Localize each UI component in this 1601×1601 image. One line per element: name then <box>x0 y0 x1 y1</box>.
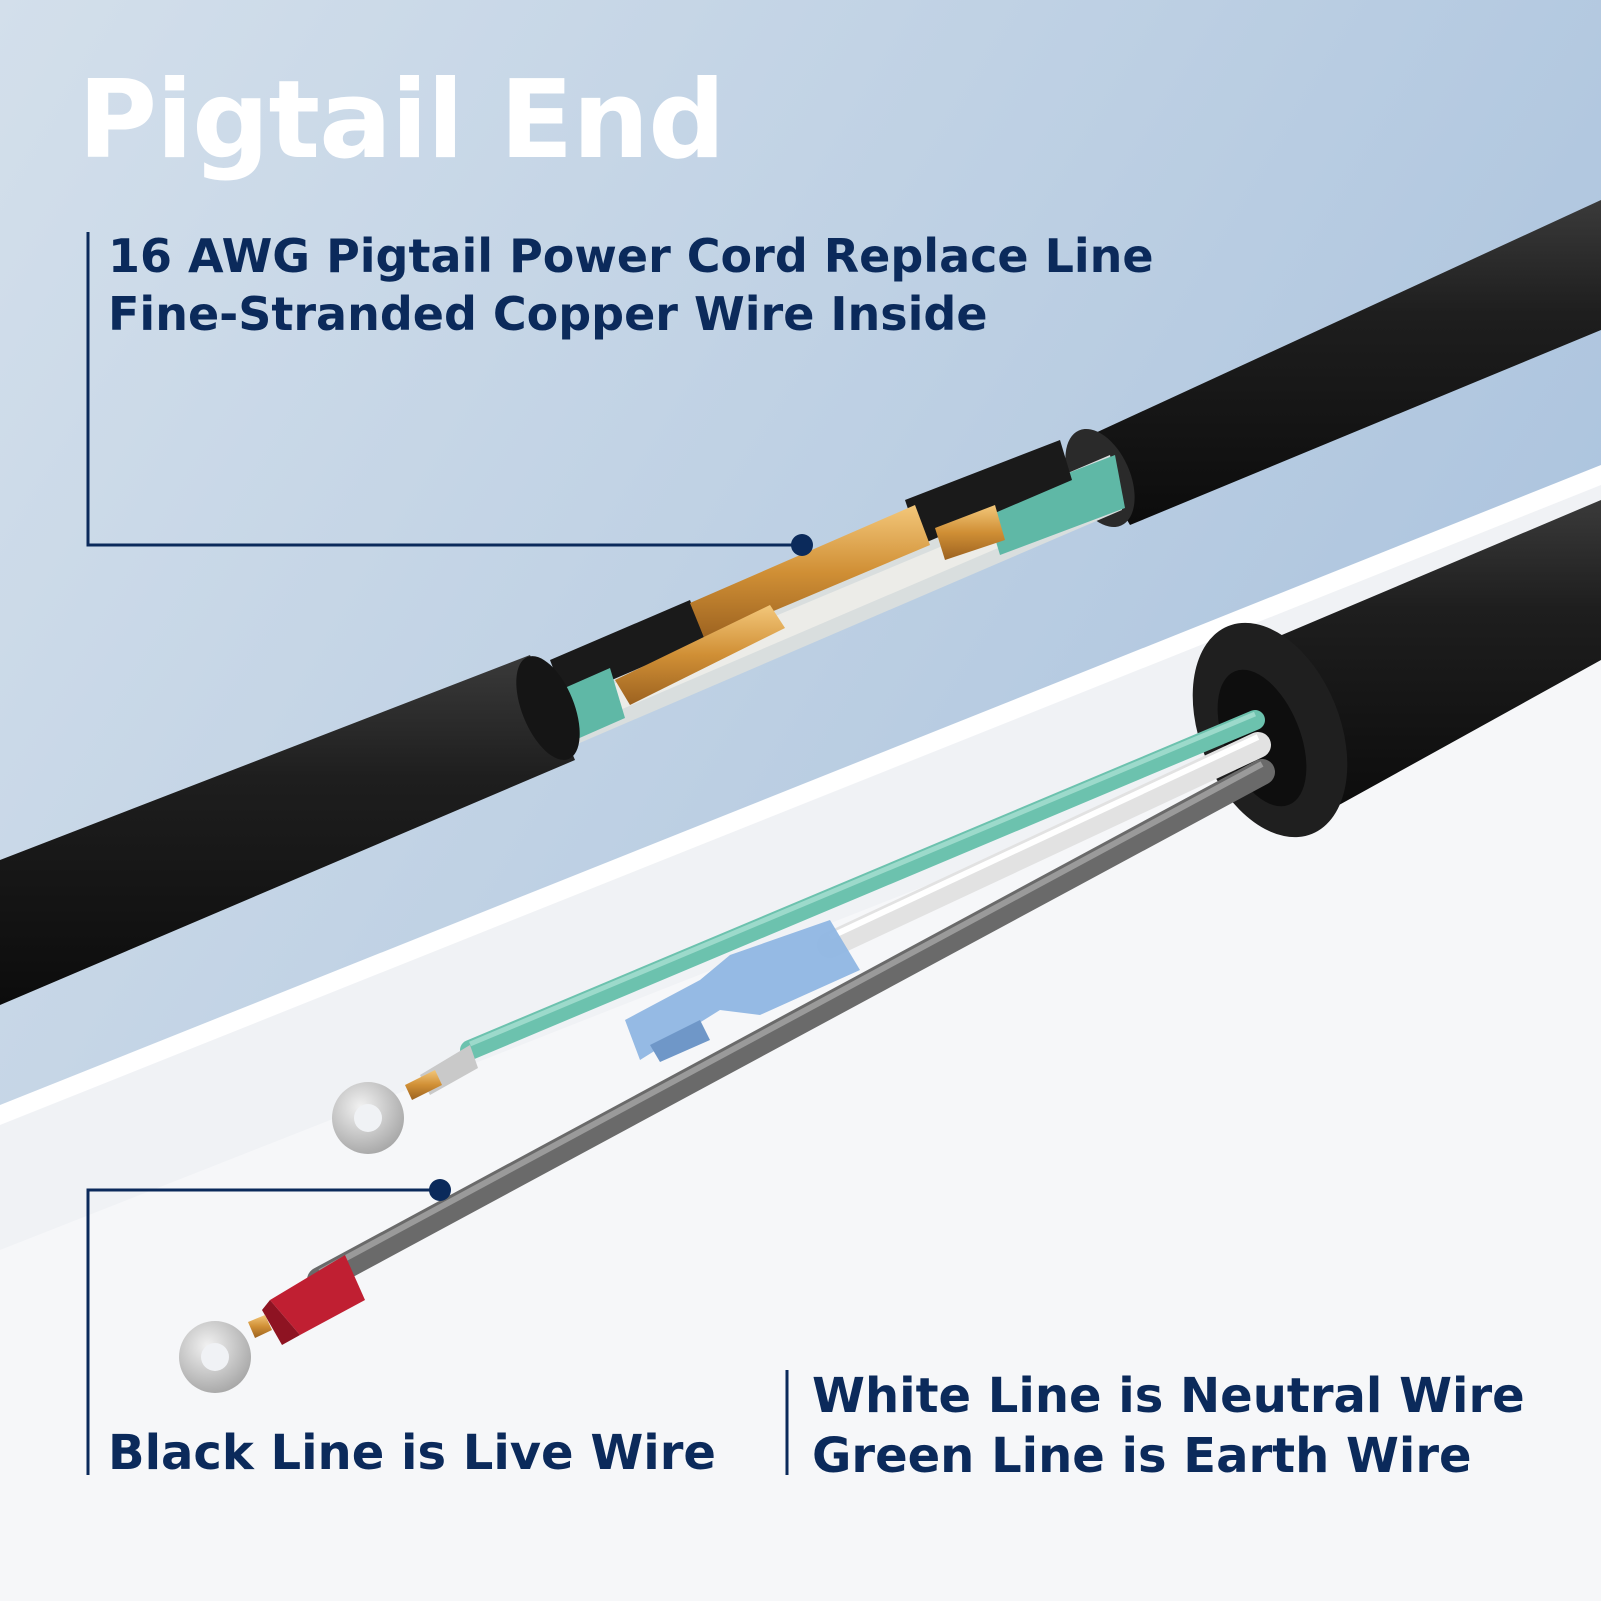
live-wire-callout-line-1: Black Line is Live Wire <box>108 1425 716 1481</box>
upper-earth-insulation <box>985 455 1125 555</box>
live-callout-dot <box>429 1179 451 1201</box>
live-wire <box>307 759 1275 1293</box>
live-ring-terminal <box>179 1255 365 1393</box>
earth-ring-terminal <box>332 1045 478 1154</box>
neutral-wire <box>817 732 1271 958</box>
blue-spade-connector <box>625 920 860 1060</box>
earth-wire-highlight <box>469 711 1256 1047</box>
lower-white-field <box>0 620 1601 1601</box>
lower-cable-jacket <box>1270 500 1601 810</box>
blue-spade-connector-shade <box>650 1020 710 1062</box>
callout-leaders <box>86 232 813 1475</box>
earth-callout-line: Green Line is Earth Wire <box>812 1428 1472 1484</box>
earth-wire <box>460 710 1265 1060</box>
top-callout-dot <box>791 534 813 556</box>
upper-cable-left-jacket-end <box>516 656 580 760</box>
neutral-wire-highlight <box>828 734 1260 940</box>
neutral-callout-line: White Line is Neutral Wire <box>812 1368 1525 1424</box>
upper-live-insulation <box>905 440 1072 545</box>
upper-copper-strands-end <box>935 505 1005 560</box>
top-callout-line-2: Fine-Stranded Copper Wire Inside <box>108 286 988 341</box>
live-wire-highlight <box>318 761 1264 1275</box>
white-diagonal-stripe <box>0 465 1601 1125</box>
upper-copper-strands-long <box>690 505 930 640</box>
page-title: Pigtail End <box>78 58 726 183</box>
neutral-earth-callout: White Line is Neutral Wire Green Line is… <box>812 1366 1525 1486</box>
upper-cable-right-jacket <box>1080 200 1601 525</box>
live-wire-callout: Black Line is Live Wire <box>108 1423 716 1483</box>
top-callout: 16 AWG Pigtail Power Cord Replace Line F… <box>108 228 1154 343</box>
upper-cable-left-jacket <box>0 655 575 1005</box>
live-callout-leader <box>86 1188 440 1475</box>
lower-cable <box>179 500 1601 1393</box>
upper-copper-strands-short <box>615 605 785 705</box>
top-callout-line-1: 16 AWG Pigtail Power Cord Replace Line <box>108 229 1154 283</box>
upper-cable <box>0 200 1601 1005</box>
top-callout-leader <box>86 232 802 547</box>
upper-live-insulation-left <box>550 600 705 700</box>
